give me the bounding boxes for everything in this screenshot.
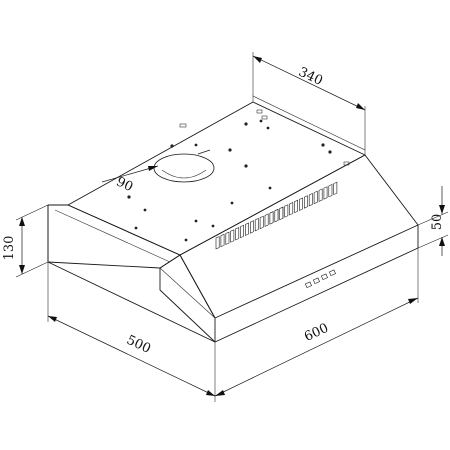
dimension-label-height-total: 130 [2,236,17,261]
control-button[interactable] [312,277,320,285]
dimension-340: 340 [252,52,366,150]
dimension-500: 500 [47,262,216,402]
screw-hole [143,208,147,212]
screw-hole [127,195,131,199]
vent-slot [313,190,318,205]
screw-hole [170,144,174,148]
screw-hole [134,226,138,230]
dimension-label-duct-diameter: 90 [114,175,135,196]
dimension-50: 50 [417,186,449,256]
vent-slot [215,236,220,250]
screw-hole [244,164,248,168]
vent-slot [235,227,240,241]
vent-slot [299,197,303,211]
screw-hole [244,122,248,126]
vent-slot [318,188,323,202]
vent-slot [245,222,249,236]
arrowhead [148,166,158,171]
hood-left-inner-rim [54,209,171,263]
vent-slot [230,229,235,243]
vent-slot [303,195,308,209]
arrowhead [439,205,445,214]
vent-slot [323,186,328,200]
vent-slot [259,215,264,230]
extension-line [15,204,49,221]
vent-slot [284,204,289,218]
vent-grille-left [215,206,284,250]
vent-slot [220,233,225,248]
vent-slot [269,211,274,225]
dimension-line [197,149,211,155]
vent-slot [250,220,254,234]
dimension-line [47,315,216,397]
screw-hole [321,143,325,147]
dimension-label-depth-top: 340 [296,65,325,89]
arrowhead [19,265,25,274]
screw-hole [328,150,332,154]
control-panel [304,269,336,289]
vent-slot [254,218,259,232]
extension-line [15,261,49,278]
vent-slot [264,213,269,227]
vent-slot [279,206,284,221]
mounting-slot [261,115,268,120]
screw-hole [194,143,198,147]
control-button[interactable] [320,273,328,281]
screw-hole [184,238,188,242]
vent-slot [240,224,245,239]
exhaust-outlet-inner [161,169,207,179]
screw-hole [211,224,215,228]
extension-line [417,234,449,249]
screw-hole [268,186,272,190]
hood-front-slope [179,154,419,319]
dimension-label-depth: 500 [124,333,153,357]
hood-top-panel [67,101,366,256]
hood-body [47,95,419,343]
hood-top-back-rim [252,95,366,155]
arrowhead [48,316,57,322]
screw-hole [228,148,232,152]
arrowhead [439,237,445,246]
screw-hole [259,119,263,123]
mounting-slot [256,109,263,114]
vent-slot [289,202,294,216]
control-button[interactable] [304,281,312,289]
extension-line [417,211,449,226]
arrowhead [253,56,262,63]
screw-hole [194,219,198,223]
dimension-line [214,297,419,397]
dimension-600: 600 [214,248,419,397]
dimension-label-width: 600 [302,321,331,345]
mounting-slot [179,123,187,128]
dimension-130: 130 [2,204,49,278]
arrowhead [215,390,225,396]
arrowhead [356,103,365,110]
dimension-90: 90 [101,149,211,196]
vent-slot [294,199,299,214]
control-button[interactable] [328,269,336,277]
arrowhead [408,298,418,304]
dimension-label-height-front: 50 [430,214,445,231]
vent-slot [274,209,279,223]
hood-inner-crease [159,267,216,319]
screw-hole [266,126,270,130]
vent-slot [333,181,338,196]
vent-slot [328,184,333,198]
arrowhead [206,390,215,396]
screw-hole [230,201,234,205]
dimension-line [252,55,366,111]
top-panel-details [127,109,350,242]
vent-slot [308,193,313,207]
mounting-slot [343,161,350,166]
arrowhead [19,217,25,226]
vent-slot [225,231,230,245]
